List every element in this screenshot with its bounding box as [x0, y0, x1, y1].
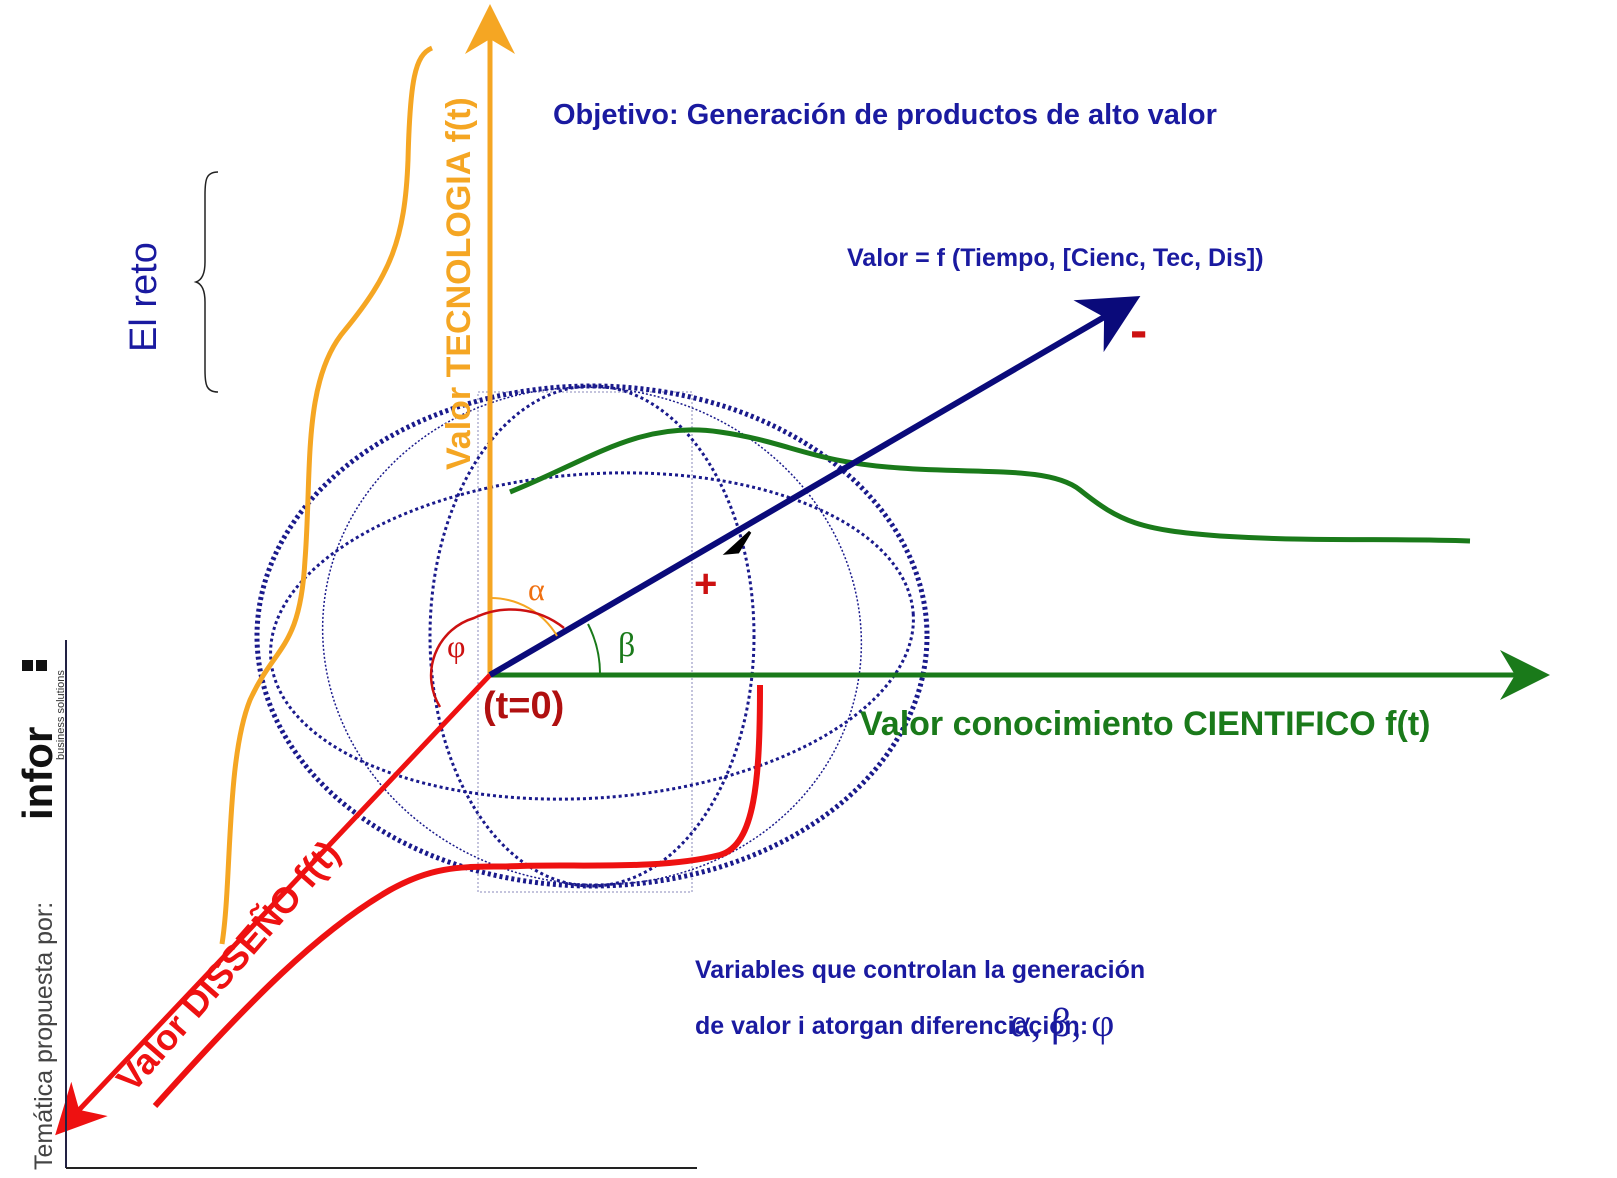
- beta-arc: [587, 623, 602, 676]
- technology-axis-label: Valor TECNOLOGIA f(t): [440, 97, 478, 470]
- origin-label: (t=0): [483, 685, 564, 727]
- design-curve: [152, 684, 763, 1109]
- alpha-label: α: [528, 571, 545, 607]
- sphere-guide-box: [477, 391, 693, 893]
- variables-line-1: Variables que controlan la generación: [695, 956, 1145, 984]
- infor-logo-wordmark: infor: [14, 727, 61, 820]
- beta-label: β: [618, 627, 635, 664]
- minus-sign: -: [1130, 302, 1147, 360]
- sphere-thin-ring: [321, 386, 863, 886]
- infor-logo-mark-bottom: [36, 660, 47, 671]
- phi-arc: [429, 608, 565, 708]
- challenge-brace: [193, 171, 219, 393]
- scientific-axis-label: Valor conocimiento CIENTIFICO f(t): [860, 705, 1430, 743]
- value-vector: [488, 295, 1141, 678]
- objective-title: Objetivo: Generación de productos de alt…: [553, 99, 1217, 131]
- sphere-outer: [254, 383, 930, 889]
- sphere-horizontal-ring: [269, 471, 915, 801]
- proposed-by-label: Temática propuesta por:: [30, 902, 58, 1170]
- challenge-label: El reto: [123, 242, 165, 352]
- design-axis: [55, 673, 492, 1136]
- infor-logo-tagline: business solutions: [55, 670, 67, 760]
- alpha-arc: [489, 596, 558, 637]
- infor-logo: infor business solutions: [14, 660, 67, 820]
- infor-logo-mark-top: [22, 660, 33, 671]
- scientific-curve: [509, 427, 1471, 544]
- sphere-vertical-ring: [428, 384, 756, 888]
- sphere-wireframe: [254, 383, 930, 893]
- plus-sign: +: [694, 562, 717, 606]
- phi-label: φ: [447, 628, 465, 664]
- technology-curve: [219, 45, 434, 945]
- variables-symbols: α, β, φ: [1010, 1000, 1114, 1045]
- value-formula: Valor = f (Tiempo, [Cienc, Tec, Dis]): [847, 244, 1264, 272]
- variables-line-2: de valor i atorgan diferenciación:: [695, 1012, 1088, 1040]
- value-vector-midpoint-arrow-icon: [722, 530, 752, 555]
